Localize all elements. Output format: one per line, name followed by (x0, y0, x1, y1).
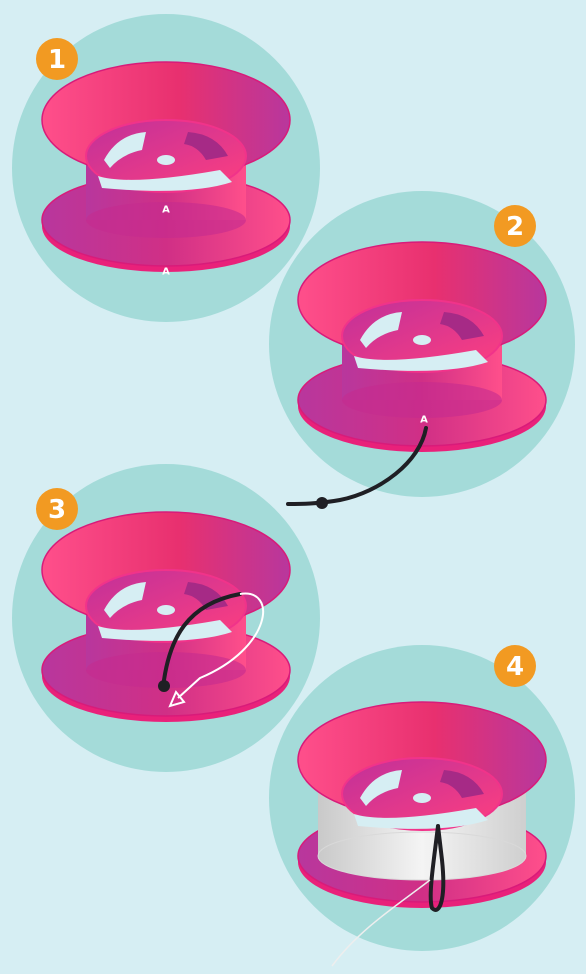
step-3-panel: 3 (12, 464, 320, 772)
step-1-mark-drum: A (162, 205, 170, 216)
step-1-mark-rim: A (162, 267, 170, 278)
step-2-panel: 2 A (269, 191, 575, 509)
spool-4 (298, 702, 546, 908)
step-4-number: 4 (506, 652, 524, 682)
step-3-knot (158, 680, 170, 692)
step-1-panel: 1 A A (12, 14, 320, 322)
step-4-panel: 4 (269, 645, 575, 966)
step-2-mark-drum: A (420, 415, 428, 426)
step-2-number: 2 (506, 212, 524, 242)
step-1-number: 1 (48, 45, 66, 75)
step-2-knot (316, 497, 328, 509)
step-3-number: 3 (48, 495, 66, 525)
